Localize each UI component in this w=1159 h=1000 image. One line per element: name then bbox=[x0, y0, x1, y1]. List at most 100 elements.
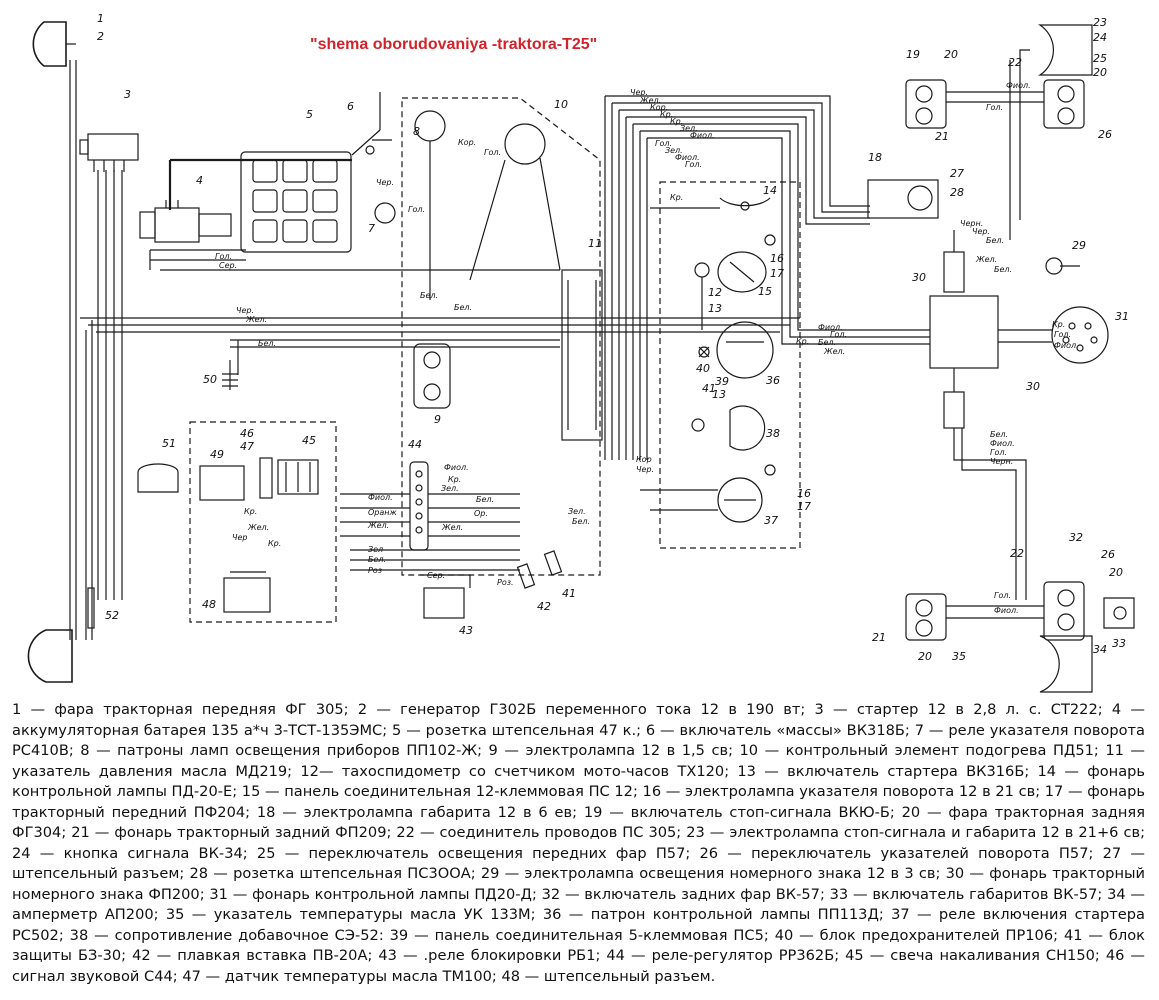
component-number: 19 bbox=[906, 48, 920, 61]
component-number: 28 bbox=[950, 186, 964, 199]
wire-color-label: Фиол. bbox=[990, 439, 1015, 448]
component-number: 52 bbox=[105, 609, 119, 622]
wire-color-label: Черн. bbox=[960, 219, 983, 228]
component-number: 44 bbox=[408, 438, 422, 451]
wire-color-label: Гол. bbox=[1054, 330, 1071, 339]
component-number: 22 bbox=[1008, 56, 1022, 69]
wire-color-label: Зел. bbox=[568, 507, 586, 516]
wire-color-label: Фиол. bbox=[444, 463, 469, 472]
wire-color-label: Жел. bbox=[367, 521, 389, 530]
wire-color-label: Кор. bbox=[458, 138, 476, 147]
wire-color-label: Зел. bbox=[441, 484, 459, 493]
component-number: 1 bbox=[97, 12, 104, 25]
wire-color-label: Бел. bbox=[986, 236, 1004, 245]
wire-color-label: Кр. bbox=[796, 337, 809, 346]
component-number: 46 bbox=[240, 427, 254, 440]
wire-color-label: Жел. bbox=[823, 347, 845, 356]
component-number: 16 bbox=[770, 252, 784, 265]
component-number: 16 bbox=[797, 487, 811, 500]
wire-color-label: Гол. bbox=[215, 252, 232, 261]
component-number: 20 bbox=[918, 650, 932, 663]
wire-color-label: Гол. bbox=[655, 139, 672, 148]
component-number: 48 bbox=[202, 598, 216, 611]
wire-color-label: Гол. bbox=[986, 103, 1003, 112]
wire-color-label: Гол. bbox=[830, 330, 847, 339]
wire-color-label: Гол. bbox=[484, 148, 501, 157]
component-number: 25 bbox=[1093, 52, 1107, 65]
wiring-diagram: 1234567891011121314151617181920212223242… bbox=[27, 12, 1135, 693]
wire-color-label: Фиол. bbox=[675, 153, 700, 162]
wire-color-label: Бел. bbox=[990, 430, 1008, 439]
wire-color-label: Черн. bbox=[990, 457, 1013, 466]
component-number: 17 bbox=[797, 500, 811, 513]
component-number: 13 bbox=[712, 388, 726, 401]
wire-color-label: Фиол. bbox=[1006, 81, 1031, 90]
component-number: 50 bbox=[203, 373, 217, 386]
component-number: 31 bbox=[1115, 310, 1129, 323]
component-number: 22 bbox=[1010, 547, 1024, 560]
wire-color-label: Сер. bbox=[219, 261, 237, 270]
component-number: 6 bbox=[347, 100, 354, 113]
wire-color-label: Фиол. bbox=[994, 606, 1019, 615]
wire-color-label: Чер. bbox=[972, 227, 990, 236]
component-number: 41 bbox=[702, 382, 716, 395]
wire-color-label: Бел. bbox=[420, 291, 438, 300]
component-number: 40 bbox=[696, 362, 710, 375]
diagram-title: "shema oborudovaniya -traktora-T25" bbox=[310, 36, 598, 53]
wire-color-label: Кр. bbox=[660, 110, 673, 119]
component-number: 26 bbox=[1101, 548, 1115, 561]
wire-color-label: Ор. bbox=[474, 509, 488, 518]
wire-color-label: Оранж bbox=[368, 508, 398, 517]
component-number: 23 bbox=[1093, 16, 1107, 29]
wire-color-label: Фиол. bbox=[368, 493, 393, 502]
wire-color-label: Бел. bbox=[368, 555, 386, 564]
legend-text: 1 — фара тракторная передняя ФГ 305; 2 —… bbox=[12, 701, 1145, 985]
wire-color-label: Чер bbox=[232, 533, 247, 542]
component-number: 15 bbox=[758, 285, 772, 298]
component-number: 2 bbox=[97, 30, 104, 43]
wire-color-label: Бел. bbox=[454, 303, 472, 312]
wire-color-label: Зел bbox=[368, 545, 383, 554]
component-number: 12 bbox=[708, 286, 722, 299]
wire-color-label: Чер. bbox=[376, 178, 394, 187]
component-number: 38 bbox=[766, 427, 780, 440]
wire-color-label: Бел. bbox=[572, 517, 590, 526]
component-number: 3 bbox=[124, 88, 131, 101]
component-number: 21 bbox=[872, 631, 886, 644]
component-number: 27 bbox=[950, 167, 964, 180]
wire-color-label: Жел. bbox=[975, 255, 997, 264]
component-number: 34 bbox=[1093, 643, 1107, 656]
wire-color-label: Кр. bbox=[670, 193, 683, 202]
wire-color-label: Роз bbox=[368, 566, 382, 575]
component-number: 7 bbox=[368, 222, 375, 235]
wire-color-label: Фиол. bbox=[1054, 341, 1079, 350]
wire-color-label: Гол. bbox=[685, 160, 702, 169]
component-number: 35 bbox=[952, 650, 966, 663]
wire-color-label: Кр. bbox=[268, 539, 281, 548]
component-number: 49 bbox=[210, 448, 224, 461]
component-number: 33 bbox=[1112, 637, 1126, 650]
component-number: 20 bbox=[1109, 566, 1123, 579]
component-number: 24 bbox=[1093, 31, 1107, 44]
component-number: 39 bbox=[715, 375, 729, 388]
wire-color-label: Гол. bbox=[408, 205, 425, 214]
component-number: 26 bbox=[1098, 128, 1112, 141]
component-number: 51 bbox=[162, 437, 176, 450]
wire-color-label: Роз. bbox=[497, 578, 514, 587]
component-number: 11 bbox=[588, 237, 602, 250]
component-number: 18 bbox=[868, 151, 882, 164]
wire-color-label: Чер. bbox=[236, 306, 254, 315]
component-number: 4 bbox=[196, 174, 203, 187]
component-number: 30 bbox=[912, 271, 926, 284]
component-number: 14 bbox=[763, 184, 777, 197]
wire-color-label: Кр. bbox=[1052, 320, 1065, 329]
wire-color-label: Бел. bbox=[818, 338, 836, 347]
wire-color-label: Кор. bbox=[650, 103, 668, 112]
wire-color-label: Бел. bbox=[994, 265, 1012, 274]
component-number: 8 bbox=[413, 125, 420, 138]
component-number: 32 bbox=[1069, 531, 1083, 544]
wire-color-label: Бел. bbox=[476, 495, 494, 504]
component-number: 17 bbox=[770, 267, 784, 280]
component-number: 20 bbox=[944, 48, 958, 61]
wire-color-label: Чер. bbox=[630, 88, 648, 97]
